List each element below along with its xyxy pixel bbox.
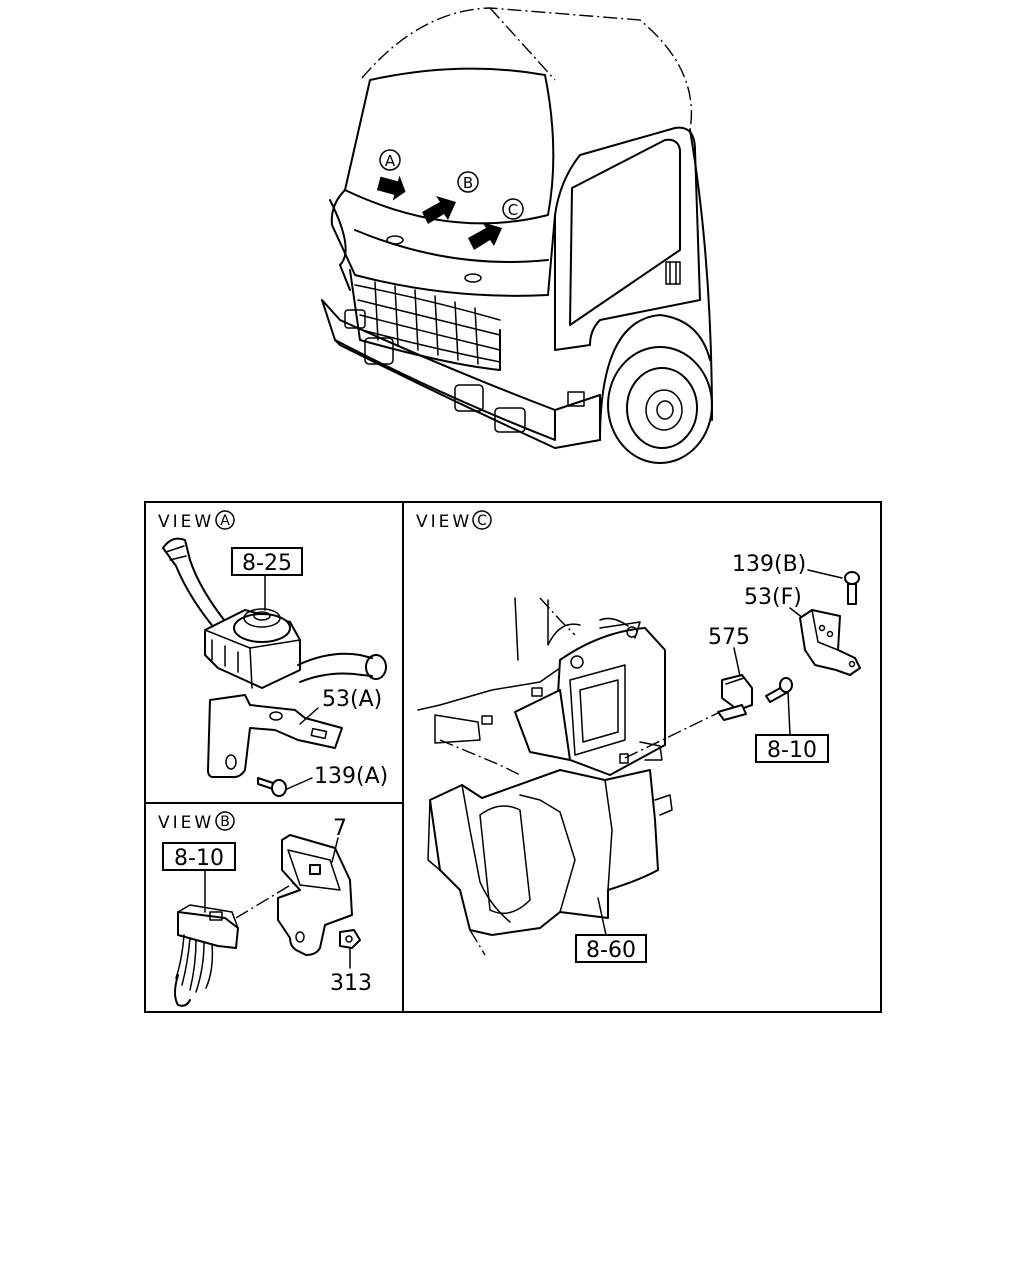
marker-b-label: B xyxy=(463,174,473,192)
view-c-ref-8-60: 8-60 xyxy=(586,938,636,963)
view-c-label-53f: 53(F) xyxy=(744,585,802,610)
marker-a-label: A xyxy=(385,152,396,170)
view-a-title: VIEW xyxy=(158,512,214,532)
view-b-marker: B xyxy=(220,814,230,830)
views-frame xyxy=(144,501,882,1013)
arrow-b-icon xyxy=(422,196,456,224)
arrow-a-icon xyxy=(376,175,406,201)
view-b-panel: VIEW B 8-10 7 313 xyxy=(158,811,372,1007)
view-c-panel: VIEW C 8-60 xyxy=(416,510,861,963)
view-c-ref-8-10: 8-10 xyxy=(767,738,817,763)
view-a-ref-8-25: 8-25 xyxy=(242,551,292,576)
view-a-marker: A xyxy=(220,513,230,529)
view-b-ref-8-10: 8-10 xyxy=(174,846,224,871)
view-c-label-139b: 139(B) xyxy=(732,552,806,577)
marker-c-label: C xyxy=(508,201,518,219)
view-a-label-139a: 139(A) xyxy=(314,764,388,789)
view-c-marker: C xyxy=(477,513,487,529)
view-c-title: VIEW xyxy=(416,512,472,532)
marker-b: B xyxy=(422,171,479,224)
view-c-label-575: 575 xyxy=(708,625,750,650)
view-b-label-313: 313 xyxy=(330,971,372,996)
marker-c: C xyxy=(468,198,524,250)
view-b-label-7: 7 xyxy=(333,816,347,841)
view-a-label-53a: 53(A) xyxy=(322,687,382,712)
truck-cab-illustration xyxy=(321,7,713,464)
arrow-c-icon xyxy=(468,222,502,250)
view-a-panel: VIEW A 8-25 53(A) 139(A) xyxy=(158,510,388,797)
view-b-title: VIEW xyxy=(158,813,214,833)
marker-a: A xyxy=(376,149,406,201)
